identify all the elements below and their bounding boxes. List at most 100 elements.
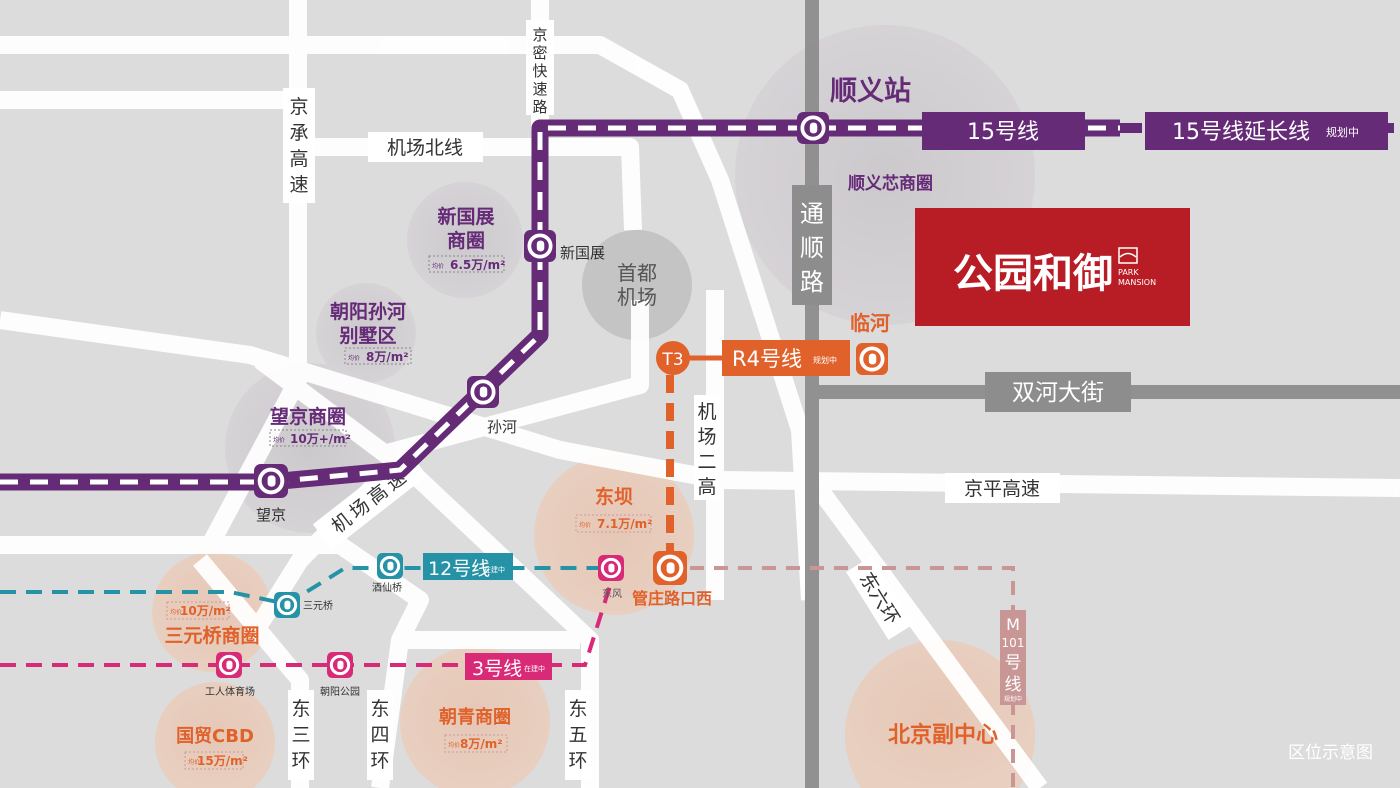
- subcenter-area-circle: [845, 639, 1036, 788]
- road-label-shuanghe: 双河大街: [1012, 380, 1104, 406]
- area-label-sunhe-1: 朝阳孙河: [330, 301, 406, 323]
- line15-extension-label: 15号线延长线: [1172, 120, 1310, 145]
- station-label-chaoyang-park: 朝阳公园: [320, 686, 360, 698]
- project-marker[interactable]: 公园和御 PARK MANSION: [915, 208, 1190, 326]
- price-tag-sunhe: 均价: [348, 354, 360, 362]
- price-chaoqing: 8万/m²: [460, 737, 503, 751]
- m101-label-1: M: [1006, 615, 1020, 634]
- metro-line-m101: M 101 号 线 规划中: [690, 566, 1026, 788]
- line3-label: 3号线: [472, 658, 522, 680]
- price-sunhe: 8万/m²: [366, 350, 409, 364]
- area-labels: 顺义芯商圈 新国展 商圈 朝阳孙河 别墅区 望京商圈 均价 6.5万/m² 均价…: [164, 173, 998, 770]
- price-wangjing: 10万+/m²: [290, 432, 351, 446]
- station-label-linhe: 临河: [850, 311, 890, 335]
- road-label-east4-1: 东: [370, 698, 389, 720]
- stations: 顺义站 新国展 孙河 望京 临河 管庄路口西 东风 酒仙桥 三元桥 工人体育场 …: [205, 76, 911, 698]
- station-icon-linhe[interactable]: [856, 343, 888, 375]
- area-label-wangjing: 望京商圈: [270, 405, 346, 428]
- project-name: 公园和御: [953, 251, 1113, 297]
- station-label-sunhe: 孙河: [487, 418, 517, 436]
- m101-label-2: 101: [1002, 636, 1025, 650]
- station-icon-wangjing[interactable]: [254, 464, 288, 498]
- area-label-dongba: 东坝: [595, 485, 633, 508]
- road-label-jingcheng-3: 高: [289, 148, 308, 170]
- road-label-jingcheng-4: 速: [289, 174, 308, 196]
- station-icon-sanyuanqiao[interactable]: [274, 592, 300, 618]
- project-en-line1: PARK: [1118, 268, 1139, 277]
- r4-status: 规划中: [813, 355, 837, 365]
- r4-label: R4号线: [732, 347, 802, 371]
- area-label-airport-2: 机场: [617, 285, 657, 309]
- station-label-guanzhuang: 管庄路口西: [632, 589, 712, 608]
- road-label-east4-3: 环: [370, 750, 389, 772]
- project-logo-icon: [1118, 247, 1138, 264]
- road-label-airport2-3: 二: [697, 451, 716, 473]
- station-icon-jiuxianqiao[interactable]: [377, 553, 403, 579]
- road-label-jingping: 京平高速: [964, 478, 1040, 500]
- road-label-tongshun-1: 通: [800, 200, 824, 228]
- area-label-chaoqing: 朝青商圈: [439, 706, 511, 728]
- station-label-wangjing: 望京: [256, 506, 286, 524]
- area-label-sunhe-2: 别墅区: [338, 325, 396, 347]
- t3-terminal-label: T3: [661, 350, 683, 370]
- road-label-east3-3: 环: [291, 750, 310, 772]
- price-tag-dongba: 均价: [579, 521, 591, 529]
- road-label-east5-2: 五: [568, 724, 587, 746]
- area-label-xinguozhan-1: 新国展: [437, 205, 494, 228]
- road-label-jingmi-1: 京: [532, 26, 547, 44]
- xinguozhan-area-circle: [407, 182, 523, 298]
- line15-label: 15号线: [967, 120, 1039, 145]
- area-label-shunyi: 顺义芯商圈: [848, 173, 933, 194]
- area-label-xinguozhan-2: 商圈: [447, 229, 485, 252]
- station-label-gongti: 工人体育场: [205, 685, 255, 698]
- station-icon-guanzhuang[interactable]: [653, 551, 687, 585]
- road-label-airport2-1: 机: [697, 401, 716, 423]
- station-icon-sunhe[interactable]: [467, 376, 499, 408]
- area-label-airport-1: 首都: [617, 261, 657, 285]
- road-label-east5-1: 东: [568, 698, 587, 720]
- station-label-shunyi: 顺义站: [830, 76, 911, 107]
- sunhe-area-circle: [316, 283, 416, 383]
- chaoqing-area-circle: [400, 646, 550, 788]
- station-label-xinguozhan: 新国展: [560, 244, 605, 262]
- line15-extension-status: 规划中: [1326, 125, 1359, 139]
- price-xinguozhan: 6.5万/m²: [450, 258, 505, 272]
- price-tag-chaoqing: 均价: [448, 741, 460, 749]
- m101-status: 规划中: [1004, 695, 1022, 703]
- road-label-tongshun-2: 顺: [800, 234, 824, 262]
- station-icon-gongti[interactable]: [216, 652, 242, 678]
- area-label-guomao: 国贸CBD: [176, 725, 254, 747]
- price-tag-sanyuanqiao: 均价: [170, 608, 182, 616]
- station-icon-dongfeng[interactable]: [598, 555, 624, 581]
- airport-circle: [582, 230, 692, 340]
- road-label-tongshun-3: 路: [800, 268, 824, 296]
- station-label-sanyuanqiao: 三元桥: [303, 600, 333, 612]
- area-label-subcenter: 北京副中心: [888, 722, 998, 748]
- station-icon-chaoyang-park[interactable]: [327, 652, 353, 678]
- station-label-jiuxianqiao: 酒仙桥: [372, 581, 402, 594]
- road-label-airport2-2: 场: [697, 426, 716, 448]
- station-icon-shunyi[interactable]: [797, 112, 829, 144]
- metro-line-r4: T3 R4号线 规划中: [656, 340, 850, 555]
- line3-status: 在建中: [524, 664, 545, 673]
- m101-label-3: 号: [1005, 653, 1022, 673]
- road-label-jingmi-3: 快: [532, 62, 547, 80]
- line12-label: 12号线: [428, 558, 490, 580]
- project-en-line2: MANSION: [1118, 278, 1156, 287]
- station-icon-xinguozhan[interactable]: [524, 230, 556, 262]
- road-label-airport2-4: 高: [697, 476, 716, 498]
- m101-label-4: 线: [1005, 675, 1022, 695]
- price-tag-guomao: 均价: [188, 758, 200, 766]
- road-label-jingmi-5: 路: [532, 98, 547, 116]
- price-tag-xinguozhan: 均价: [432, 262, 444, 270]
- road-label-east5-3: 环: [568, 750, 587, 772]
- map-caption: 区位示意图: [1288, 743, 1373, 763]
- sanyuanqiao-area-circle: [152, 552, 272, 672]
- price-dongba: 7.1万/m²: [597, 517, 652, 531]
- metro-line-3: 3号线 在建中: [0, 569, 617, 680]
- price-guomao: 15万/m²: [197, 754, 248, 768]
- price-sanyuanqiao: 10万/m²: [180, 604, 231, 618]
- station-label-dongfeng: 东风: [602, 587, 622, 600]
- line12-status: 在建中: [484, 565, 505, 574]
